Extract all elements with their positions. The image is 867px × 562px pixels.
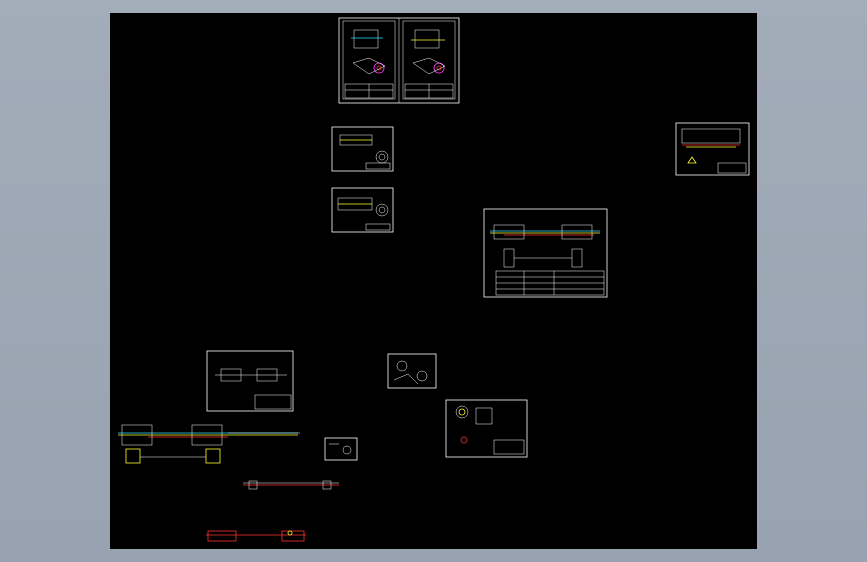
shaft-assembly-lower-left[interactable] bbox=[118, 424, 300, 464]
drawing-sheet-top-assembly[interactable] bbox=[338, 17, 460, 104]
drawing-sheet-part-a[interactable] bbox=[331, 126, 394, 172]
drawing-sheet-left-lower[interactable] bbox=[206, 350, 294, 412]
red-shaft-middle[interactable] bbox=[243, 480, 339, 490]
title-block bbox=[344, 83, 454, 99]
parts-list-table bbox=[495, 270, 605, 296]
drawing-sheet-right-small[interactable] bbox=[675, 122, 750, 176]
model-space-viewport[interactable] bbox=[110, 13, 757, 549]
drawing-sheet-tiny[interactable] bbox=[324, 437, 358, 461]
drawing-sheet-shaft-main[interactable] bbox=[483, 208, 608, 298]
drawing-sheet-center-small[interactable] bbox=[387, 353, 437, 389]
drawing-sheet-bottom-right[interactable] bbox=[445, 399, 528, 458]
assembly-view-right bbox=[411, 29, 446, 75]
drawing-sheet-part-b[interactable] bbox=[331, 187, 394, 233]
red-shaft-bottom[interactable] bbox=[206, 530, 306, 542]
cad-drawing-canvas[interactable] bbox=[110, 13, 757, 549]
assembly-view-left bbox=[351, 29, 386, 75]
